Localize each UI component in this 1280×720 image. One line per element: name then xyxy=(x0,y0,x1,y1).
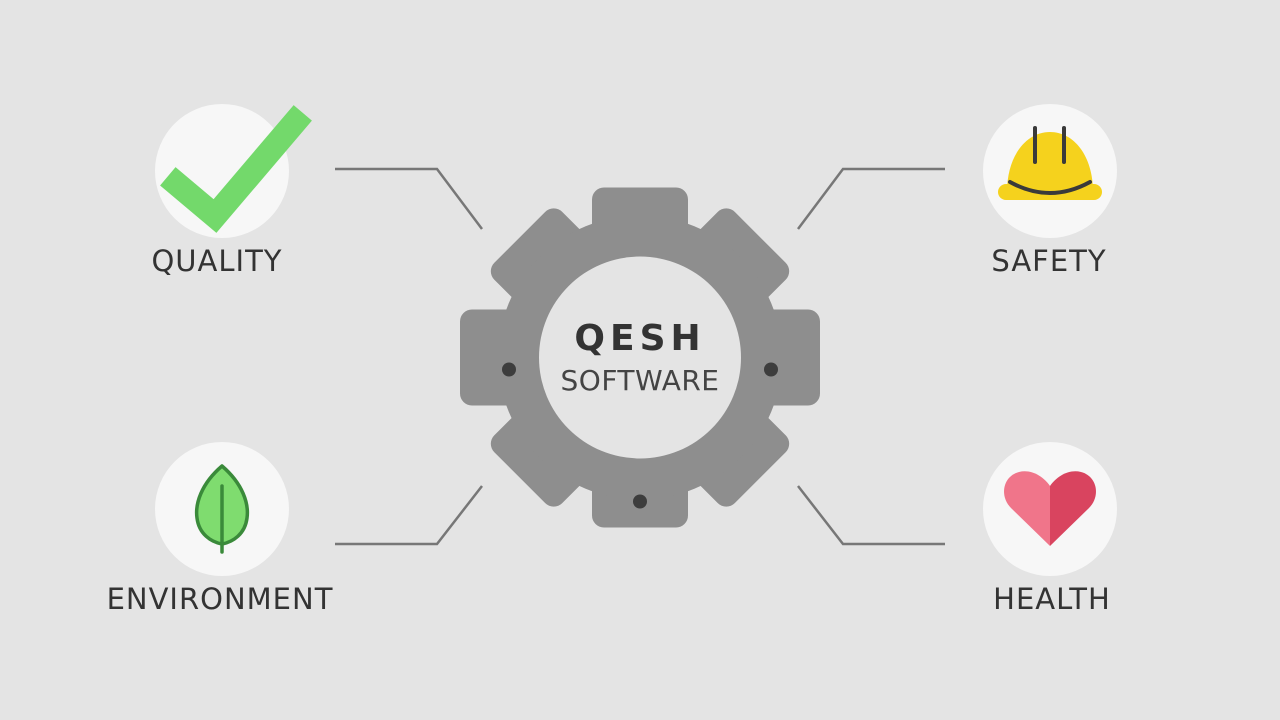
heart-icon xyxy=(1004,471,1096,546)
checkmark-icon xyxy=(160,105,312,233)
health-icon-circle xyxy=(983,442,1117,576)
safety-icon-circle xyxy=(983,104,1117,238)
gear-icon xyxy=(460,187,820,528)
connector-environment xyxy=(335,485,483,546)
environment-label: ENVIRONMENT xyxy=(106,582,334,616)
center-title: QESH xyxy=(574,318,706,359)
hard-hat-icon xyxy=(998,126,1102,200)
connector-safety xyxy=(797,167,945,230)
quality-icon-circle xyxy=(155,104,312,238)
bolt-right xyxy=(764,362,778,377)
center-subtitle: SOFTWARE xyxy=(560,364,720,397)
quality-label: QUALITY xyxy=(151,244,283,278)
health-label: HEALTH xyxy=(993,582,1111,616)
bolt-left xyxy=(502,362,516,377)
safety-label: SAFETY xyxy=(991,244,1107,278)
environment-icon-circle xyxy=(155,442,289,576)
leaf-icon xyxy=(194,464,250,554)
bolt-bottom xyxy=(633,494,647,509)
connector-health xyxy=(797,485,945,546)
connector-quality xyxy=(335,167,483,230)
